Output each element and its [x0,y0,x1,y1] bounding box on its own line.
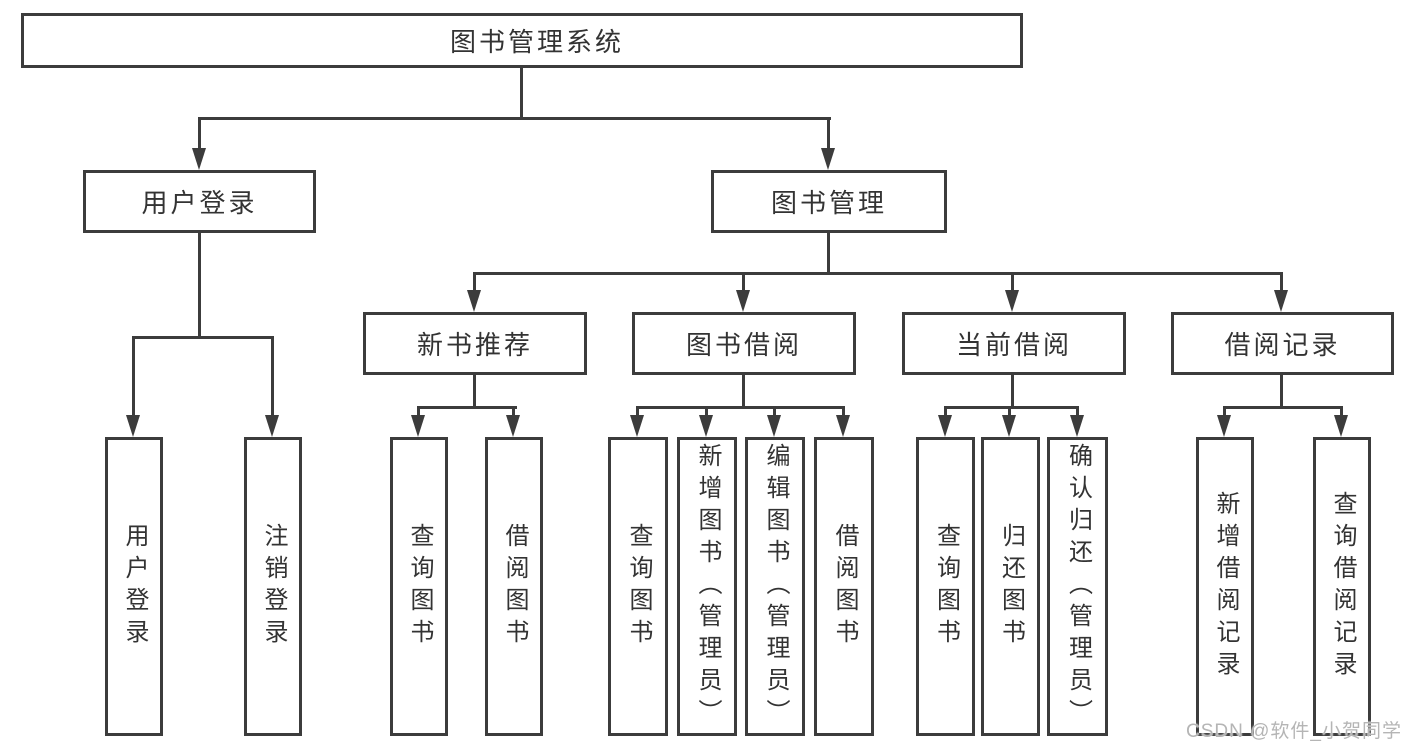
arrowhead-icon [630,415,644,437]
arrowhead-icon [506,415,520,437]
leaf-label: 借阅图书 [831,522,858,651]
connector-arrow-stem [1340,406,1343,415]
connector-arrow-stem [473,272,476,290]
arrowhead-icon [938,415,952,437]
connector-newbook-stem [473,375,476,409]
connector-arrow-stem [705,406,708,415]
leaf-label: 编辑图书（管理员） [762,442,789,731]
leaf-newbook-query-book: 查询图书 [390,437,448,736]
leaf-user-login: 用户登录 [105,437,163,736]
arrowhead-icon [192,148,206,170]
connector-arrow-stem [944,406,947,415]
connector-arrow-stem [1008,406,1011,415]
node-book-borrow: 图书借阅 [632,312,856,375]
connector-arrow-stem [827,117,830,148]
connector-arrow-stem [1280,272,1283,290]
connector-arrow-stem [512,406,515,415]
connector-borrowrecord-rail [1223,406,1343,409]
node-user-login: 用户登录 [83,170,316,233]
connector-arrow-stem [842,406,845,415]
connector-arrow-stem [271,336,274,415]
leaf-label: 新增借阅记录 [1212,490,1239,683]
arrowhead-icon [467,290,481,312]
leaf-label: 查询图书 [932,522,960,651]
connector-arrow-stem [773,406,776,415]
leaf-label: 注销登录 [260,522,287,651]
connector-userlogin-rail [132,336,274,339]
arrowhead-icon [126,415,140,437]
arrowhead-icon [836,415,850,437]
leaf-label: 借阅图书 [501,522,528,651]
leaf-record-add-record: 新增借阅记录 [1196,437,1254,736]
node-current-borrow: 当前借阅 [902,312,1126,375]
arrowhead-icon [265,415,279,437]
leaf-label: 查询图书 [406,522,433,651]
leaf-current-confirm-return-admin: 确认归还（管理员） [1047,437,1108,736]
arrowhead-icon [411,415,425,437]
leaf-record-query-record: 查询借阅记录 [1313,437,1371,736]
connector-arrow-stem [198,117,201,148]
arrowhead-icon [1070,415,1084,437]
arrowhead-icon [736,290,750,312]
leaf-label: 归还图书 [997,522,1025,651]
connector-bookmgmt-rail [473,272,1283,275]
arrowhead-icon [1274,290,1288,312]
connector-newbook-rail [417,406,517,409]
node-book-management: 图书管理 [711,170,947,233]
connector-bookborrow-stem [742,375,745,409]
connector-arrow-stem [417,406,420,415]
node-root: 图书管理系统 [21,13,1023,68]
leaf-borrow-add-book-admin: 新增图书（管理员） [677,437,737,736]
leaf-label: 新增图书（管理员） [694,442,721,731]
connector-arrow-stem [132,336,135,415]
connector-root-stem [520,68,523,120]
leaf-borrow-edit-book-admin: 编辑图书（管理员） [745,437,805,736]
connector-arrow-stem [636,406,639,415]
arrowhead-icon [767,415,781,437]
leaf-label: 确认归还（管理员） [1064,442,1092,731]
leaf-borrow-query-book: 查询图书 [608,437,668,736]
leaf-current-query-book: 查询图书 [916,437,975,736]
connector-arrow-stem [1076,406,1079,415]
csdn-watermark: CSDN @软件_小贺同学 [1186,721,1402,742]
leaf-borrow-borrow-book: 借阅图书 [814,437,874,736]
leaf-label: 查询借阅记录 [1329,490,1356,683]
arrowhead-icon [1217,415,1231,437]
leaf-logout: 注销登录 [244,437,302,736]
connector-root-rail [198,117,831,120]
connector-arrow-stem [1223,406,1226,415]
leaf-label: 查询图书 [625,522,652,651]
connector-arrow-stem [1011,272,1014,290]
leaf-newbook-borrow-book: 借阅图书 [485,437,543,736]
connector-arrow-stem [742,272,745,290]
arrowhead-icon [821,148,835,170]
connector-bookborrow-rail [636,406,845,409]
arrowhead-icon [1334,415,1348,437]
arrowhead-icon [1002,415,1016,437]
connector-bookmgmt-stem [827,233,830,275]
connector-currentborrow-rail [944,406,1079,409]
arrowhead-icon [1005,290,1019,312]
node-new-book-recommend: 新书推荐 [363,312,587,375]
leaf-current-return-book: 归还图书 [981,437,1040,736]
connector-currentborrow-stem [1011,375,1014,409]
leaf-label: 用户登录 [121,522,148,651]
arrowhead-icon [699,415,713,437]
connector-userlogin-stem [198,233,201,339]
connector-borrowrecord-stem [1280,375,1283,409]
node-borrow-record: 借阅记录 [1171,312,1394,375]
